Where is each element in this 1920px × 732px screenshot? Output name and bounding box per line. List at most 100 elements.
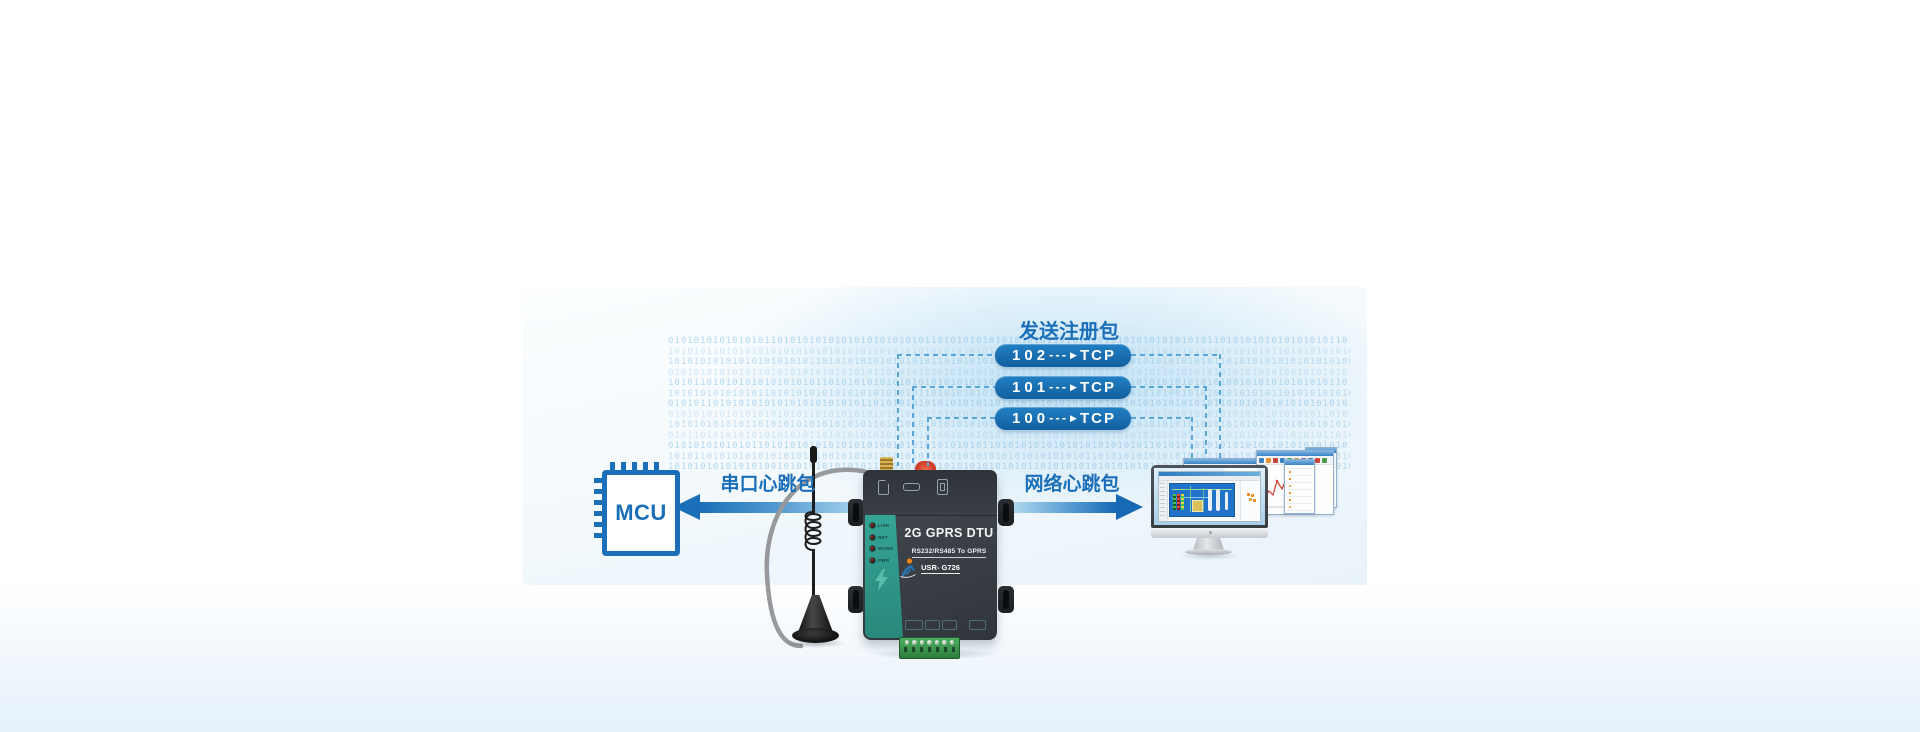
arrow-glyph: ▶ <box>1070 382 1077 392</box>
dashed-connector <box>927 417 995 419</box>
dashed-connector <box>897 354 899 466</box>
status-grid <box>1173 494 1184 510</box>
tank <box>1192 500 1203 512</box>
equipment-sketch <box>1247 493 1250 496</box>
column <box>1208 489 1212 511</box>
led-label: NET <box>878 535 888 540</box>
network-heartbeat-arrow <box>1008 502 1116 513</box>
software-window-list <box>1284 459 1315 514</box>
mount-tab <box>848 586 864 613</box>
scada-app-window <box>1158 471 1261 522</box>
app-titlebar <box>1159 472 1260 476</box>
dashed-connector <box>1131 354 1221 356</box>
app-sidebar <box>1159 481 1168 521</box>
lightning-icon <box>875 569 888 591</box>
dtu-device: LINK NET WORK PWR 2G GPRS DTU RS232/RS48… <box>863 470 997 659</box>
mcu-label: MCU <box>615 500 667 525</box>
led-label: WORK <box>878 546 894 551</box>
antenna-tip <box>810 446 817 463</box>
sim-card-icon <box>878 480 889 495</box>
monitor-screen <box>1154 468 1265 525</box>
terminal-screws <box>900 638 959 645</box>
network-arrowhead-icon <box>1116 494 1143 520</box>
serial-heartbeat-label: 串口心跳包 <box>720 474 816 495</box>
scada-canvas <box>1169 483 1235 517</box>
desktop-monitor <box>1151 465 1268 528</box>
power-port-icon <box>937 479 948 495</box>
device-led: PWR <box>870 558 889 563</box>
usb-port-icon <box>903 483 920 491</box>
sma-antenna-connector <box>880 457 893 471</box>
registration-title: 发送注册包 <box>1019 321 1119 343</box>
monitor-stand <box>1192 538 1225 550</box>
mount-tab <box>848 499 864 526</box>
device-front-label: 2G GPRS DTU RS232/RS485 To GPRS <box>903 515 995 638</box>
dashed-connector <box>1205 386 1207 460</box>
app-detail-panel <box>1240 481 1260 521</box>
led-dot <box>870 546 875 551</box>
list-rows <box>1287 468 1312 511</box>
chip-pins <box>610 462 662 470</box>
antenna-coil <box>804 511 822 551</box>
dashed-connector <box>1191 417 1193 460</box>
arrow-glyph: ▶ <box>1070 350 1077 360</box>
packet-proto: TCP <box>1079 347 1116 364</box>
window-titlebar <box>1184 459 1270 464</box>
monitor-chin <box>1151 528 1268 538</box>
terminal-slots <box>904 646 955 652</box>
packet-port: 102 <box>1012 347 1050 364</box>
chip-pins <box>594 478 602 538</box>
device-model: USR- G726 <box>921 562 960 574</box>
antenna-magnet-foot <box>792 628 839 643</box>
window-titlebar <box>1257 451 1333 456</box>
port-outline <box>905 620 923 630</box>
device-led: NET <box>870 535 888 540</box>
device-top-panel <box>863 470 997 516</box>
mcu-chip: MCU <box>594 462 680 556</box>
device-led: LINK <box>870 523 890 528</box>
led-label: LINK <box>878 523 890 528</box>
terminal-block <box>899 637 960 659</box>
packet-port: 101 <box>1012 379 1050 396</box>
packet-pill-100: 100 --- ▶ TCP <box>995 407 1131 430</box>
antenna-shadow <box>784 638 846 648</box>
packet-pill-101: 101 --- ▶ TCP <box>995 376 1131 399</box>
dashed-connector <box>1219 354 1221 462</box>
packet-proto: TCP <box>1079 379 1116 396</box>
packet-proto: TCP <box>1079 410 1116 427</box>
dashed-connector <box>1131 386 1207 388</box>
network-heartbeat-label: 网络心跳包 <box>1024 474 1120 495</box>
column <box>1225 492 1228 510</box>
antenna-rod <box>812 460 815 515</box>
app-toolbar <box>1159 476 1260 481</box>
monitor-base <box>1185 549 1232 555</box>
dash-glyph: --- <box>1049 379 1069 394</box>
arrow-glyph: ▶ <box>1070 413 1077 423</box>
antenna-cable <box>764 467 889 649</box>
column <box>1216 489 1220 511</box>
antenna-rod <box>812 549 815 599</box>
port-outline <box>969 620 986 630</box>
chip-body: MCU <box>602 470 680 556</box>
led-label: PWR <box>878 558 890 563</box>
port-outline <box>942 620 957 630</box>
led-dot <box>870 558 875 563</box>
reset-button <box>915 461 936 471</box>
dashed-connector <box>927 417 929 466</box>
packet-port: 100 <box>1012 410 1050 427</box>
dash-glyph: --- <box>1049 410 1069 425</box>
dashed-connector <box>912 386 995 388</box>
device-title: 2G GPRS DTU <box>904 526 994 540</box>
device-subtitle: RS232/RS485 To GPRS <box>911 548 987 558</box>
port-outline <box>925 620 940 630</box>
dashed-connector <box>897 354 995 356</box>
brand-logo-row: USR- G726 <box>867 558 993 578</box>
mount-tab <box>998 499 1014 526</box>
led-dot <box>870 523 875 528</box>
monitor-shadow <box>1178 552 1240 560</box>
dashed-connector <box>912 386 914 466</box>
mount-tab <box>998 586 1014 613</box>
led-dot <box>870 535 875 540</box>
dashed-connector <box>1131 417 1193 419</box>
